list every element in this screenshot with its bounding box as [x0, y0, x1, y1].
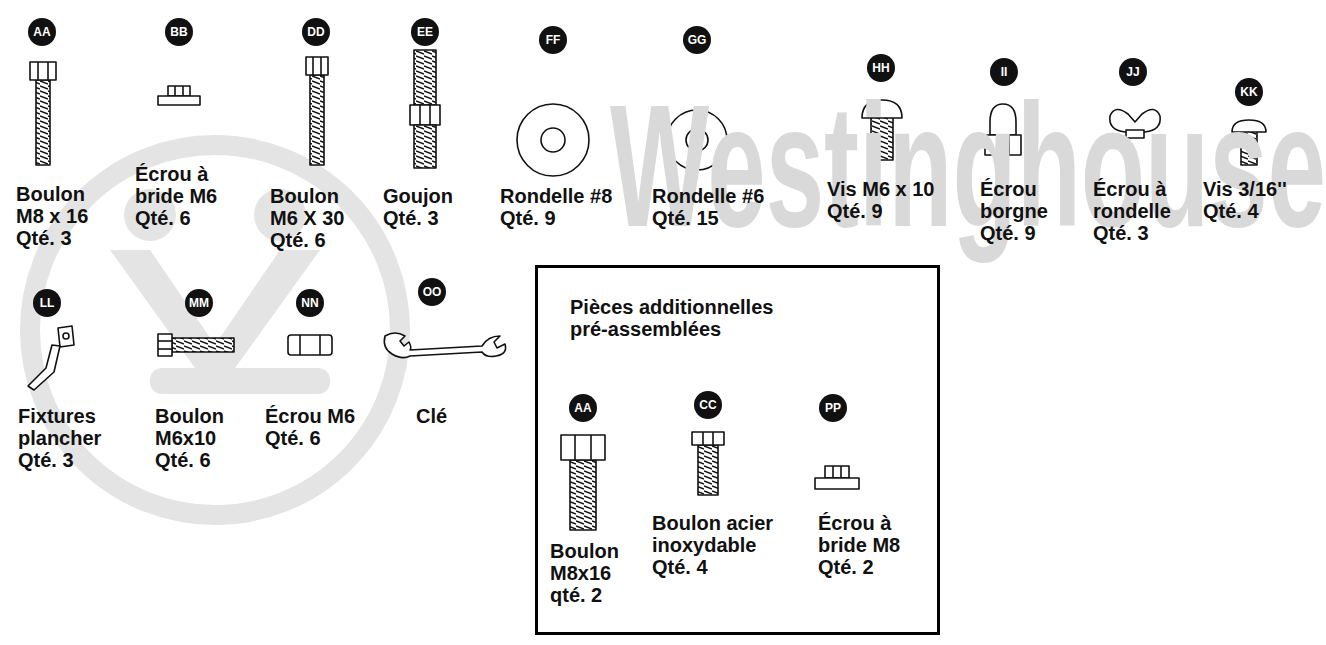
part-caption: Rondelle #8Qté. 9: [500, 185, 612, 229]
part-quantity: Qté. 9: [827, 200, 934, 222]
hex-nut: [288, 335, 332, 355]
flange-nut: [815, 466, 859, 489]
part-quantity: Qté. 6: [135, 207, 255, 229]
callout-letter: AA: [28, 18, 56, 46]
wrench: [384, 333, 505, 358]
part-caption: Boulon M6x10Qté. 6: [155, 405, 235, 471]
part-name: Boulon M8 x 16: [16, 183, 111, 227]
callout-letter: AA: [569, 394, 597, 422]
part-quantity: Qté. 4: [1203, 200, 1287, 222]
watermark-logo: [30, 145, 400, 515]
part-quantity: Qté. 9: [500, 207, 612, 229]
part-caption: Écrou M6Qté. 6: [265, 405, 355, 449]
part-quantity: Qté. 3: [16, 227, 111, 249]
callout-letter: PP: [819, 394, 847, 422]
callout-letter: FF: [539, 26, 567, 54]
stud: [410, 50, 440, 168]
part-name: Écrou à bride M6: [135, 163, 255, 207]
flange-nut: [158, 86, 200, 105]
callout-letter: HH: [867, 54, 895, 82]
callout-letter: KK: [1235, 78, 1263, 106]
part-quantity: Qté. 4: [652, 556, 797, 578]
callout-letter: GG: [683, 26, 711, 54]
part-quantity: Qté. 9: [980, 222, 1060, 244]
part-name: Boulon M6 X 30: [270, 185, 370, 229]
callout-letter: JJ: [1119, 58, 1147, 86]
part-quantity: Qté. 3: [383, 207, 453, 229]
part-name: Fixtures plancher: [18, 405, 118, 449]
part-caption: Boulon M6 X 30Qté. 6: [270, 185, 370, 251]
part-quantity: Qté. 15: [652, 207, 764, 229]
box-heading: Pièces additionnelles pré-assemblées: [570, 296, 780, 340]
part-name: Rondelle #8: [500, 185, 612, 207]
part-caption: Boulon M8x16qté. 2: [550, 540, 630, 606]
part-name: Boulon M6x10: [155, 405, 235, 449]
part-name: Vis 3/16'': [1203, 178, 1287, 200]
part-name: Écrou à rondelle: [1093, 178, 1183, 222]
part-caption: GoujonQté. 3: [383, 185, 453, 229]
part-caption: Écrou à rondelleQté. 3: [1093, 178, 1183, 244]
part-name: Clé: [416, 405, 447, 427]
part-name: Écrou borgne: [980, 178, 1060, 222]
part-name: Goujon: [383, 185, 453, 207]
part-caption: Rondelle #6Qté. 15: [652, 185, 764, 229]
callout-letter: DD: [302, 18, 330, 46]
part-quantity: Qté. 3: [1093, 222, 1183, 244]
part-quantity: qté. 2: [550, 584, 630, 606]
part-name: Boulon acier inoxydable: [652, 512, 797, 556]
callout-letter: LL: [33, 289, 61, 317]
callout-letter: BB: [165, 18, 193, 46]
callout-letter: EE: [411, 18, 439, 46]
part-name: Boulon M8x16: [550, 540, 630, 584]
part-caption: Fixtures plancherQté. 3: [18, 405, 118, 471]
part-caption: Vis 3/16''Qté. 4: [1203, 178, 1287, 222]
hex-bolt: [692, 432, 724, 495]
part-quantity: Qté. 2: [818, 556, 923, 578]
part-caption: Vis M6 x 10Qté. 9: [827, 178, 934, 222]
hex-bolt: [30, 62, 56, 165]
hex-bolt: [306, 57, 328, 165]
part-caption: Boulon M8 x 16Qté. 3: [16, 183, 111, 249]
hex-bolt: [158, 334, 234, 356]
part-caption: Clé: [416, 405, 447, 427]
hex-bolt: [561, 435, 605, 530]
part-caption: Écrou à bride M6Qté. 6: [135, 163, 255, 229]
part-caption: Écrou borgneQté. 9: [980, 178, 1060, 244]
part-name: Vis M6 x 10: [827, 178, 934, 200]
part-quantity: Qté. 6: [265, 427, 355, 449]
part-name: Écrou M6: [265, 405, 355, 427]
part-name: Écrou à bride M8: [818, 512, 923, 556]
washer: [517, 104, 589, 176]
part-quantity: Qté. 6: [270, 229, 370, 251]
part-caption: Boulon acier inoxydableQté. 4: [652, 512, 797, 578]
callout-letter: OO: [418, 278, 446, 306]
callout-letter: MM: [185, 289, 213, 317]
part-quantity: Qté. 3: [18, 449, 118, 471]
part-name: Rondelle #6: [652, 185, 764, 207]
callout-letter: II: [990, 58, 1018, 86]
part-quantity: Qté. 6: [155, 449, 235, 471]
floor-fixture: [28, 326, 74, 390]
callout-letter: CC: [694, 391, 722, 419]
part-caption: Écrou à bride M8Qté. 2: [818, 512, 923, 578]
callout-letter: NN: [296, 289, 324, 317]
